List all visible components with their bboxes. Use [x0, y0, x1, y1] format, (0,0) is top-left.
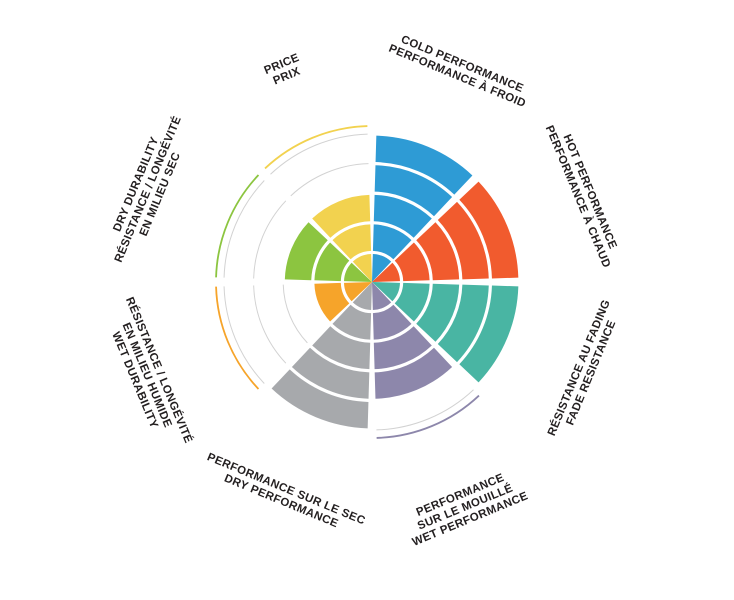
max-indicator-arc-wet-durability — [215, 286, 260, 390]
ring-segment-hot-performance-5 — [459, 181, 519, 279]
sector-label-fade-resistance: RÉSISTANCE AU FADINGFADE RESISTANCE — [545, 298, 625, 443]
ring-segment-wet-performance-2 — [372, 304, 412, 340]
grid-arc-wet-performance-5 — [376, 389, 474, 431]
ring-segment-cold-performance-5 — [375, 135, 473, 195]
ring-segment-fade-resistance-5 — [459, 285, 519, 383]
ring-segment-dry-performance-4 — [291, 347, 370, 399]
sector-label-wet-durability: RÉSISTANCE / LONGÉVITÉEN MILIEU HUMIDEWE… — [99, 295, 195, 455]
grid-arc-wet-durability-5 — [223, 286, 265, 384]
grid-arc-price-5 — [270, 133, 368, 175]
ring-segment-wet-performance-4 — [374, 347, 453, 399]
sector-label-cold-performance: COLD PERFORMANCEPERFORMANCE À FROID — [387, 31, 533, 110]
ring-segment-cold-performance-1 — [372, 254, 392, 282]
max-indicator-arc-wet-performance — [376, 394, 480, 439]
ring-segment-cold-performance-2 — [372, 224, 412, 260]
max-indicator-arc-price — [264, 125, 368, 170]
ring-segment-hot-performance-4 — [437, 201, 489, 280]
ring-segment-wet-performance-1 — [372, 282, 392, 310]
ring-segment-dry-durability-2 — [314, 242, 350, 282]
sector-label-dry-performance: PERFORMANCE SUR LE SECDRY PERFORMANCE — [200, 451, 367, 539]
ring-segment-dry-durability-1 — [344, 262, 372, 282]
ring-segment-price-1 — [352, 254, 372, 282]
sector-label-dry-durability: DRY DURABILITYRÉSISTANCE / LONGÉVITÉEN M… — [101, 110, 196, 270]
sector-price: PRICEPRIX — [263, 52, 372, 282]
ring-segment-hot-performance-2 — [394, 242, 430, 282]
max-indicator-arc-dry-durability — [215, 174, 260, 278]
grid-arc-dry-durability-5 — [223, 180, 265, 278]
ring-segment-dry-performance-5 — [271, 369, 369, 429]
ring-segment-dry-performance-1 — [352, 282, 372, 310]
ring-segment-fade-resistance-1 — [372, 282, 400, 302]
ring-segment-dry-performance-2 — [332, 304, 372, 340]
sector-label-wet-performance: PERFORMANCESUR LE MOUILLÉWET PERFORMANCE — [401, 466, 530, 549]
sector-dry-durability: DRY DURABILITYRÉSISTANCE / LONGÉVITÉEN M… — [101, 110, 372, 282]
ring-segment-fade-resistance-3 — [416, 283, 460, 342]
grid-arc-price-4 — [290, 163, 369, 197]
ring-segment-dry-durability-3 — [284, 222, 328, 281]
grid-arc-wet-durability-3 — [282, 284, 308, 344]
ring-segment-dry-performance-3 — [312, 326, 371, 370]
ring-segment-hot-performance-1 — [372, 262, 400, 282]
ring-segment-price-3 — [312, 194, 371, 238]
ring-segment-hot-performance-3 — [416, 222, 460, 281]
ring-segment-wet-durability-1 — [344, 282, 372, 302]
sector-fade-resistance: RÉSISTANCE AU FADINGFADE RESISTANCE — [372, 282, 625, 443]
ring-segment-fade-resistance-2 — [394, 282, 430, 322]
ring-segment-wet-performance-3 — [373, 326, 432, 370]
sector-dry-performance: PERFORMANCE SUR LE SECDRY PERFORMANCE — [200, 282, 372, 539]
ring-segment-cold-performance-4 — [374, 165, 453, 217]
ring-segment-fade-resistance-4 — [437, 284, 489, 363]
sector-label-price: PRICEPRIX — [263, 52, 307, 89]
grid-arc-wet-durability-4 — [253, 285, 287, 364]
ring-segment-cold-performance-3 — [373, 194, 432, 238]
sector-label-hot-performance: HOT PERFORMANCEPERFORMANCE À CHAUD — [543, 119, 625, 270]
ring-segment-wet-durability-2 — [314, 282, 350, 322]
grid-arc-dry-durability-4 — [253, 200, 287, 279]
ring-segment-price-2 — [332, 224, 372, 260]
